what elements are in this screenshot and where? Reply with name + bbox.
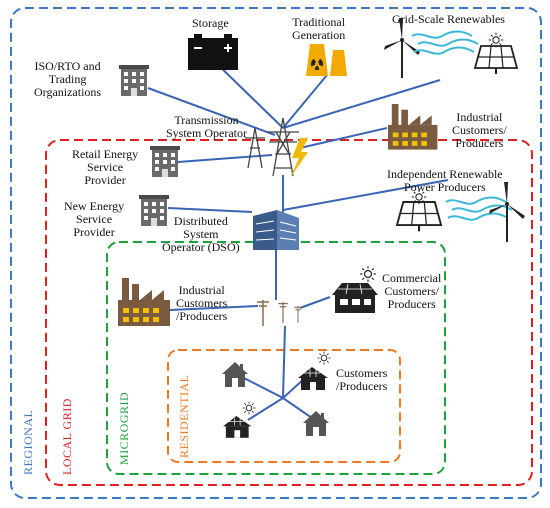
solar-house-icon <box>222 415 252 439</box>
lightning-icon <box>290 138 308 178</box>
grid-scale-renewables-label: Grid-Scale Renewables <box>392 12 505 26</box>
storage-label: Storage <box>192 16 229 30</box>
house-icon <box>222 362 248 387</box>
office-building-icon <box>119 65 149 96</box>
wind-turbine-icon <box>383 17 421 79</box>
factory-icon <box>118 278 170 326</box>
sun-icon <box>242 401 256 415</box>
sun-icon <box>317 351 331 365</box>
regional-label: REGIONAL <box>21 409 35 475</box>
office-building-icon <box>150 146 180 177</box>
transmission-tower-icon <box>245 117 299 177</box>
nuclear-plant-icon <box>306 44 347 76</box>
local-grid-label: LOCAL GRID <box>60 398 74 475</box>
battery-icon <box>188 34 238 70</box>
utility-pole-icon <box>256 299 303 327</box>
connection-lines <box>147 59 449 421</box>
solar-panel-icon <box>395 189 443 233</box>
wind-waves-icon <box>411 30 479 55</box>
wind-waves-icon <box>445 196 513 221</box>
skyscraper-icon <box>253 210 299 250</box>
solar-panel-icon <box>474 32 518 75</box>
sun-icon <box>359 265 377 283</box>
commercial-solar-building-icon <box>332 283 378 313</box>
customers-producers-label: Customers/Producers <box>336 366 388 393</box>
microgrid-label: MICROGRID <box>117 391 131 465</box>
solar-house-icon <box>297 366 329 391</box>
local-grid-zone <box>45 139 533 486</box>
residential-label: RESIDENTIAL <box>177 374 191 459</box>
factory-icon <box>388 104 438 150</box>
